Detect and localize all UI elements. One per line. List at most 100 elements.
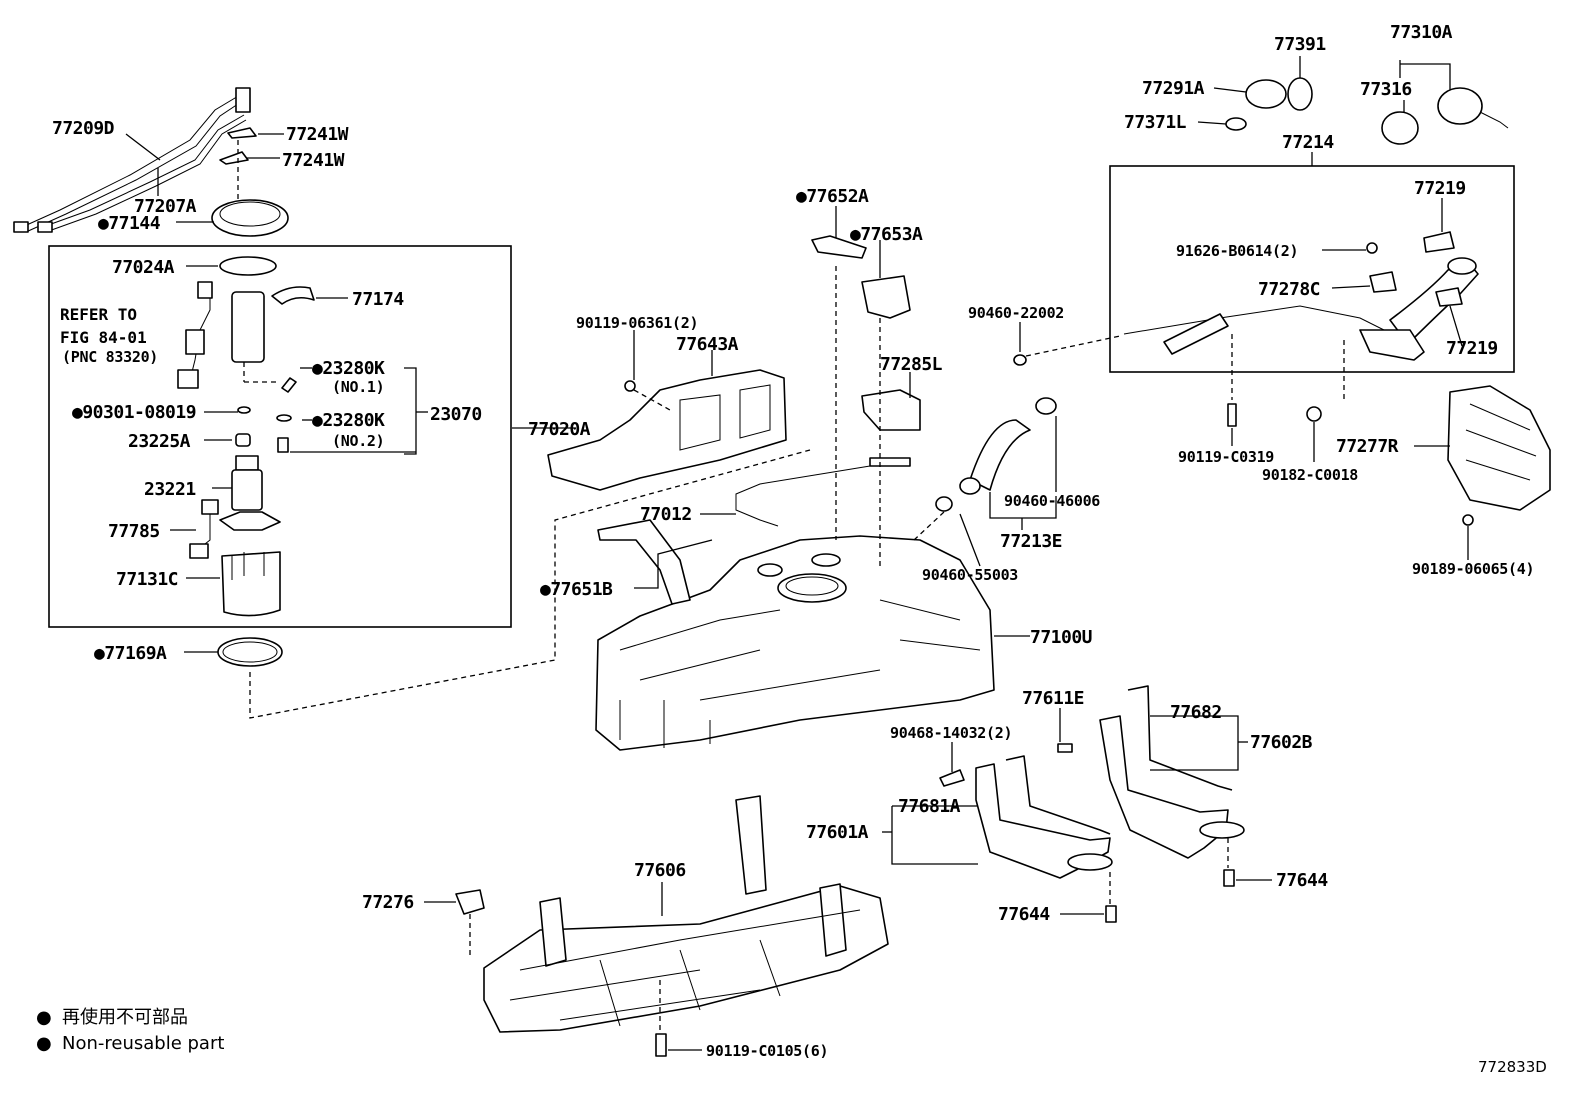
bolt-77611e bbox=[1057, 743, 1073, 753]
label-77169a: ●77169A bbox=[94, 643, 167, 664]
wire-77785 bbox=[189, 499, 219, 559]
label-77100u: 77100U bbox=[1030, 627, 1092, 648]
label-77653a: ●77653A bbox=[850, 224, 923, 245]
tube-77012 bbox=[735, 459, 909, 527]
bracket-77174 bbox=[271, 286, 315, 305]
label-no1: (NO.1) bbox=[332, 378, 384, 396]
bolt-90119-c0319 bbox=[1227, 403, 1237, 427]
label-77024a: 77024A bbox=[112, 257, 175, 278]
bolt-90119-c0105 bbox=[655, 1033, 667, 1057]
label-77644-a: 77644 bbox=[998, 904, 1050, 925]
refer-line1: REFER TO bbox=[60, 305, 137, 324]
label-77611e: 77611E bbox=[1022, 688, 1084, 709]
label-77144: ●77144 bbox=[98, 213, 161, 234]
label-77277r: 77277R bbox=[1336, 436, 1399, 457]
clamp-77219-upper bbox=[1423, 231, 1455, 253]
label-90189: 90189-06065(4) bbox=[1412, 560, 1534, 578]
fuel-pump-23221 bbox=[219, 455, 281, 531]
label-90182: 90182-C0018 bbox=[1262, 466, 1358, 484]
band-77601a bbox=[975, 755, 1113, 879]
fuel-sender-plate bbox=[177, 256, 277, 389]
pump-fitting bbox=[277, 437, 289, 453]
oring-90301 bbox=[237, 406, 251, 414]
label-90460-22002: 90460-22002 bbox=[968, 304, 1064, 322]
label-77682: 77682 bbox=[1170, 702, 1222, 723]
legend-line-en: Non-reusable part bbox=[62, 1033, 224, 1054]
label-23070: 23070 bbox=[430, 404, 482, 425]
label-77602b: 77602B bbox=[1250, 732, 1313, 753]
legend: ● 再使用不可部品 ● Non-reusable part bbox=[36, 1007, 224, 1054]
diagram-id: 772833D bbox=[1478, 1058, 1547, 1076]
filter-23280k-no1 bbox=[281, 377, 297, 393]
legend-line-jp: 再使用不可部品 bbox=[62, 1007, 188, 1028]
label-90468: 90468-14032(2) bbox=[890, 724, 1012, 742]
band-77602b bbox=[1099, 685, 1245, 859]
label-77020a: 77020A bbox=[528, 419, 591, 440]
cushion-23225a bbox=[235, 433, 251, 447]
label-77219-b: 77219 bbox=[1446, 338, 1498, 359]
clamp-90460-22002 bbox=[1013, 354, 1027, 366]
label-23280k-1: ●23280K bbox=[312, 358, 385, 379]
label-23225a: 23225A bbox=[128, 431, 191, 452]
clamp-90460-46006 bbox=[1035, 397, 1057, 415]
pump-bracket-77131c bbox=[221, 551, 281, 617]
label-77785: 77785 bbox=[108, 521, 160, 542]
label-90460-46006: 90460-46006 bbox=[1004, 492, 1100, 510]
label-77643a: 77643A bbox=[676, 334, 739, 355]
label-77241w-b: 77241W bbox=[282, 150, 345, 171]
lock-ring bbox=[211, 199, 289, 237]
leader-lines bbox=[125, 56, 1469, 1051]
label-77601a: 77601A bbox=[806, 822, 869, 843]
label-90119-c0105: 90119-C0105(6) bbox=[706, 1042, 828, 1060]
label-77652a: ●77652A bbox=[796, 186, 869, 207]
bracket-77278c bbox=[1369, 271, 1397, 293]
bracket-77276 bbox=[455, 889, 485, 915]
refer-line2: FIG 84-01 bbox=[60, 328, 147, 347]
bolt-90468 bbox=[939, 769, 965, 787]
label-77012: 77012 bbox=[640, 504, 692, 525]
label-77681a: 77681A bbox=[898, 796, 961, 817]
bolt-77644-right bbox=[1223, 869, 1235, 887]
legend-bullet-1: ● bbox=[36, 1007, 52, 1028]
label-77316: 77316 bbox=[1360, 79, 1412, 100]
bolt-77644-lower bbox=[1105, 905, 1117, 923]
label-77371l: 77371L bbox=[1124, 112, 1187, 133]
protector-77606 bbox=[483, 795, 889, 1033]
clamp-77219-lower bbox=[1435, 287, 1463, 307]
label-77241w-a: 77241W bbox=[286, 124, 349, 145]
label-77174: 77174 bbox=[352, 289, 404, 310]
fuel-tube-assembly bbox=[13, 87, 251, 233]
label-77391: 77391 bbox=[1274, 34, 1326, 55]
label-23280k-2: ●23280K bbox=[312, 410, 385, 431]
clamp-90460-55003 bbox=[935, 496, 953, 512]
filter-23280k-no2 bbox=[276, 414, 292, 422]
nut-90182 bbox=[1306, 406, 1322, 422]
cushion-77651b bbox=[597, 519, 691, 605]
label-77285l: 77285L bbox=[880, 354, 943, 375]
screw-90189 bbox=[1462, 514, 1474, 526]
filler-pipe-77214 bbox=[1123, 257, 1479, 361]
label-77644-b: 77644 bbox=[1276, 870, 1328, 891]
label-90460-55003: 90460-55003 bbox=[922, 566, 1018, 584]
label-no2: (NO.2) bbox=[332, 432, 384, 450]
label-77310a: 77310A bbox=[1390, 22, 1453, 43]
label-77278c: 77278C bbox=[1258, 279, 1320, 300]
label-90301: ●90301-08019 bbox=[72, 402, 196, 423]
clip-77241w-lower bbox=[219, 151, 249, 165]
label-90119-c0319: 90119-C0319 bbox=[1178, 448, 1274, 466]
clip-77241w-upper bbox=[227, 127, 257, 139]
bolt-91626 bbox=[1366, 242, 1378, 254]
part-labels: 77209D 77241W 77241W 77207A ●77144 77024… bbox=[52, 22, 1535, 1060]
label-77213e: 77213E bbox=[1000, 531, 1062, 552]
hose-77213e bbox=[969, 419, 1031, 491]
label-77651b: ●77651B bbox=[540, 579, 613, 600]
clamp-77285l bbox=[861, 389, 921, 431]
label-77606: 77606 bbox=[634, 860, 686, 881]
label-77209d: 77209D bbox=[52, 118, 115, 139]
protector-77643a bbox=[547, 369, 787, 491]
cushion-77653a bbox=[861, 275, 911, 319]
label-77131c: 77131C bbox=[116, 569, 178, 590]
label-77291a: 77291A bbox=[1142, 78, 1205, 99]
